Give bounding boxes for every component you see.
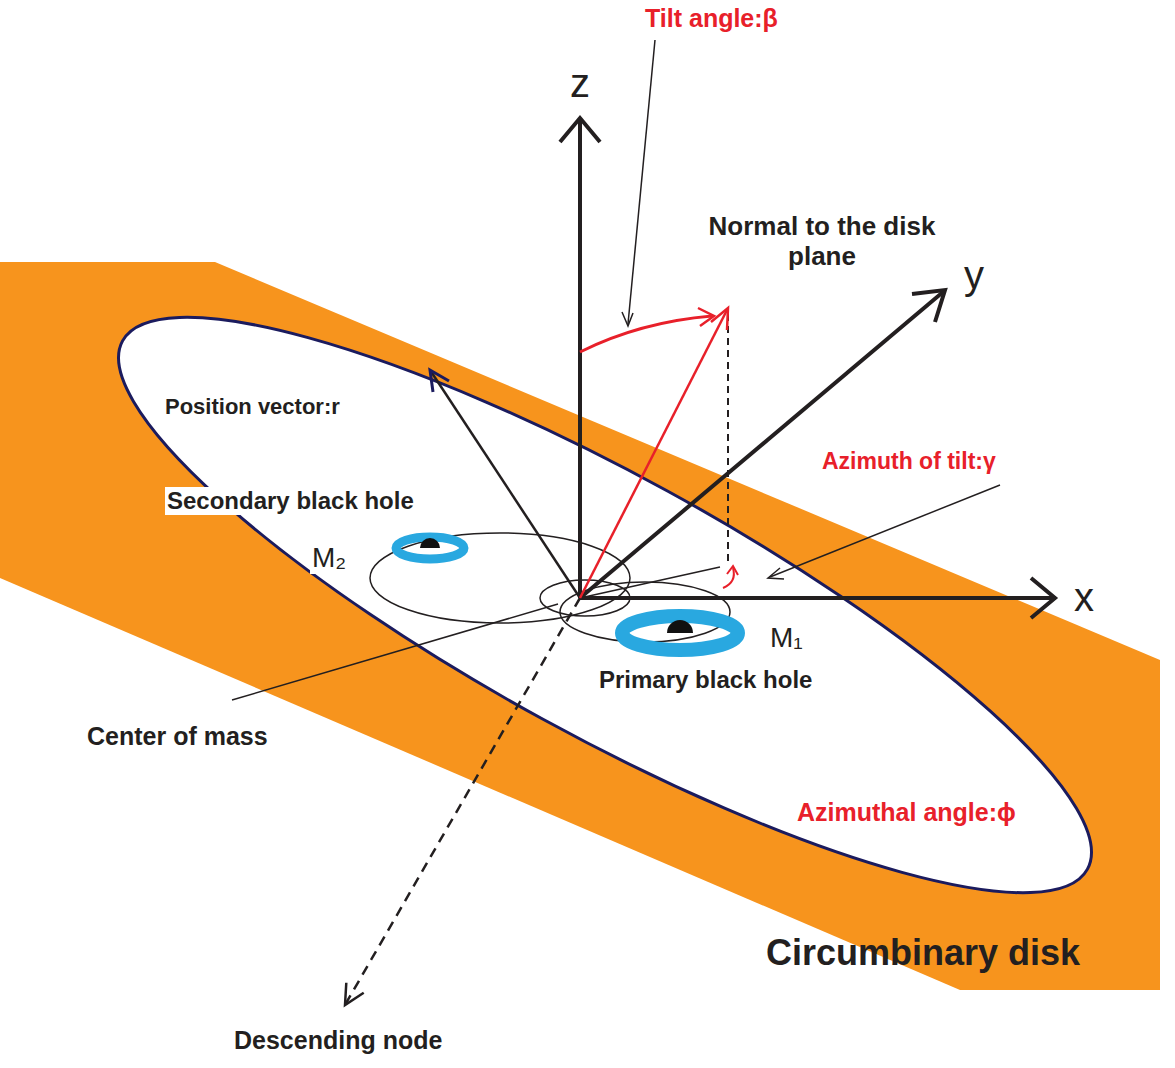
annotation-label: Position vector:r xyxy=(163,394,342,419)
axes xyxy=(560,118,1055,618)
black-hole-group: M₁ Primary black hole xyxy=(590,620,850,702)
disk-inner-edge xyxy=(60,227,1150,983)
secondary-black-hole xyxy=(396,537,464,559)
node-title: Circumbinary disk xyxy=(764,932,1082,973)
annotation-label: y xyxy=(962,252,986,298)
annotation-label: Normal to the disk plane xyxy=(695,212,949,272)
orbits xyxy=(370,533,730,642)
disk-band-label: Circumbinary disk xyxy=(760,930,1160,980)
annotation-label: Center of mass xyxy=(85,722,270,751)
projection-line xyxy=(580,567,720,598)
node-title: Secondary black hole xyxy=(165,487,416,515)
projection-dashed xyxy=(727,314,729,566)
black-hole-group: Secondary black holeM₂ xyxy=(160,484,450,584)
primary-black-hole xyxy=(622,616,738,650)
node-title: M₁ xyxy=(768,622,805,654)
position-vector xyxy=(432,373,580,598)
node-text: M₂ xyxy=(310,542,348,574)
leader-lines xyxy=(232,40,1000,700)
annotation-label: Azimuthal angle:ϕ xyxy=(795,798,1018,827)
annotation-label: Descending node xyxy=(232,1026,444,1055)
annotation-label: Azimuth of tilt:γ xyxy=(820,448,998,474)
annotation-label: x xyxy=(1072,574,1096,620)
tilt-arc xyxy=(580,316,712,352)
normal-vector xyxy=(580,310,727,598)
annotation-label: z xyxy=(568,60,592,106)
descending-node-line xyxy=(345,598,580,1005)
node-text: Primary black hole xyxy=(597,666,814,694)
annotation-label: Tilt angle:β xyxy=(643,4,780,33)
